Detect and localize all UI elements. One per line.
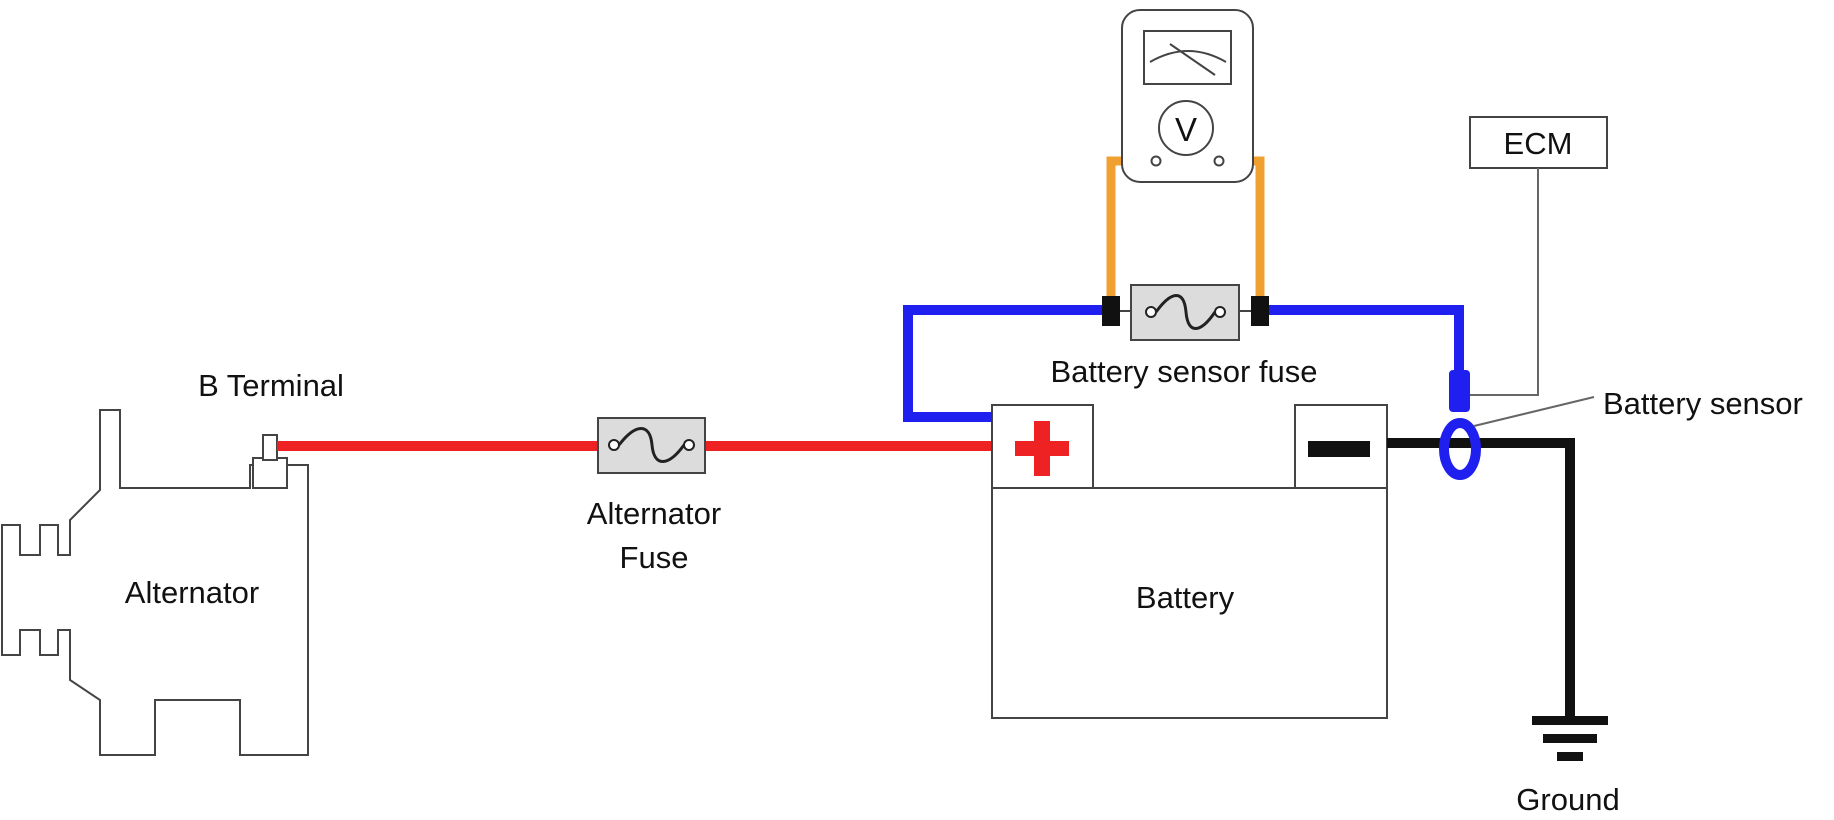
- battery-case: [991, 487, 1388, 719]
- ecm-label: ECM: [1504, 126, 1573, 161]
- meter-jack-right: [1213, 155, 1225, 167]
- ground-wire: [1387, 438, 1575, 718]
- voltmeter-icon: V: [1121, 9, 1254, 183]
- battery-label: Battery: [1136, 580, 1235, 615]
- battery-sensor-body: [1449, 370, 1470, 412]
- meter-jack-left: [1150, 155, 1162, 167]
- meter-symbol: V: [1175, 111, 1197, 148]
- fuse-icon: [1145, 294, 1226, 330]
- ecm-box: [1469, 116, 1608, 169]
- battery-sensor-fuse-label: Battery sensor fuse: [1050, 354, 1317, 389]
- battery-sensor: Battery sensor: [1439, 370, 1803, 480]
- battery-sensor-ring: [1439, 418, 1481, 480]
- alternator: Alternator B Terminal: [1, 368, 344, 756]
- fuse-connector-left: [1102, 296, 1120, 326]
- fuse-icon: [608, 427, 695, 463]
- alternator-fuse-label-line1: Alternator: [587, 496, 721, 531]
- alternator-fuse-label-line2: Fuse: [620, 540, 689, 575]
- b-terminal-post: [252, 457, 288, 489]
- ground-icon: [1532, 716, 1608, 761]
- ground-label: Ground: [1516, 782, 1619, 817]
- b-terminal-stud: [262, 434, 278, 461]
- alternator-label: Alternator: [125, 575, 259, 610]
- sensor-wire-left: [903, 305, 1102, 422]
- ground-circuit: Ground: [1387, 438, 1620, 817]
- meter-needle: [1169, 43, 1216, 76]
- alternator-outline: [1, 409, 309, 756]
- minus-icon: [1308, 441, 1370, 457]
- ecm: ECM: [1468, 116, 1608, 396]
- battery-sensor-fuse: Battery sensor fuse: [1050, 284, 1318, 389]
- fuse-connector-right: [1251, 296, 1269, 326]
- alternator-fuse: Alternator Fuse: [587, 417, 721, 575]
- ecm-signal-wire: [1468, 168, 1539, 396]
- b-terminal-label: B Terminal: [198, 368, 344, 403]
- battery: Battery: [991, 404, 1388, 719]
- meter-scale: [1149, 50, 1227, 63]
- plus-icon: [1015, 421, 1069, 476]
- meter-dial: [1158, 100, 1214, 156]
- battery-sensor-label: Battery sensor: [1603, 386, 1803, 421]
- sensor-wire: [903, 305, 1464, 422]
- battery-sensor-leader: [1473, 396, 1595, 427]
- voltmeter: V: [1106, 9, 1265, 296]
- sensor-wire-right: [1266, 305, 1464, 375]
